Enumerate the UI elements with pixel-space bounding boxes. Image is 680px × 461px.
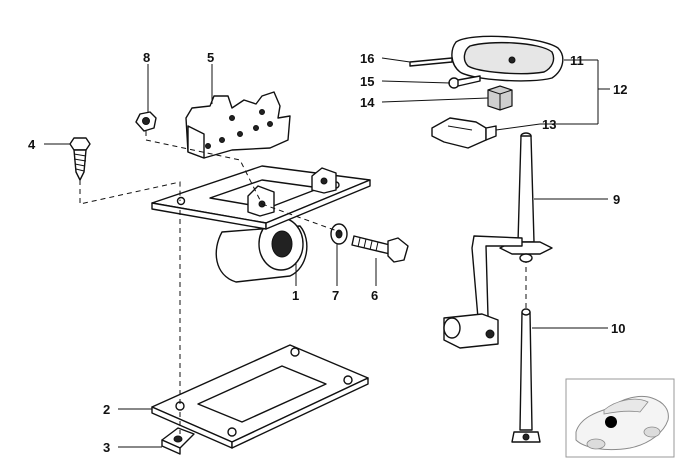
callout-14: 14 [360, 95, 375, 110]
callout-16: 16 [360, 51, 374, 66]
assembly-lines [79, 131, 527, 434]
part-1-mount-bracket [151, 165, 371, 283]
part-10-shift-rod [511, 253, 541, 443]
part-8-nut [135, 111, 157, 132]
part-4-screw [69, 137, 91, 181]
part-2-base-plate [151, 344, 369, 449]
callout-11: 11 [570, 53, 584, 68]
callout-7: 7 [332, 288, 339, 303]
callout-6: 6 [371, 288, 378, 303]
callout-4: 4 [28, 137, 36, 152]
part-15-small-screw [448, 75, 481, 89]
part-3-clip-nut [161, 427, 195, 455]
part-11-knob [451, 35, 564, 82]
callout-15: 15 [360, 74, 374, 89]
part-14-cube [487, 85, 513, 111]
callout-12: 12 [613, 82, 627, 97]
callout-5: 5 [207, 50, 214, 65]
callout-8: 8 [143, 50, 150, 65]
callout-9: 9 [613, 192, 620, 207]
part-13-insert [431, 117, 497, 149]
vehicle-location-thumbnail [565, 378, 675, 458]
part-7-washer [330, 223, 348, 245]
callout-3: 3 [103, 440, 110, 455]
callout-13: 13 [542, 117, 556, 132]
callout-1: 1 [292, 288, 299, 303]
part-16-pin [409, 57, 453, 67]
location-marker [605, 416, 617, 428]
callout-labels: 4 8 5 1 7 6 2 3 16 15 14 11 12 13 9 10 [28, 50, 627, 455]
part-6-bolt [351, 235, 409, 263]
callout-10: 10 [611, 321, 625, 336]
leader-lines [44, 57, 610, 448]
part-9-shift-lever [443, 132, 553, 349]
callout-2: 2 [103, 402, 110, 417]
part-5-shift-gate [185, 91, 291, 159]
car-location-icon [575, 395, 669, 451]
